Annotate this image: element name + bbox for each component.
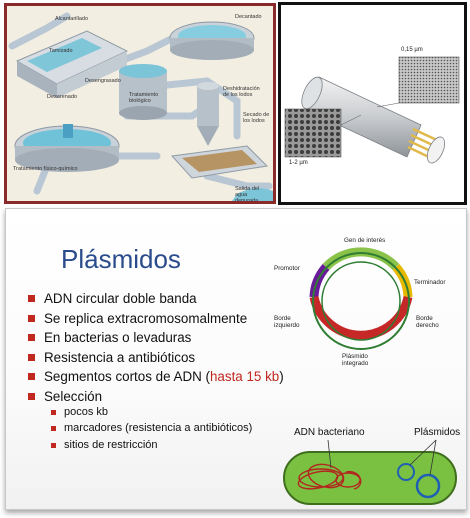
bullet-list: ADN circular doble banda Se replica extr… — [28, 289, 328, 407]
ring-segment-borde — [309, 295, 413, 340]
label-decantado: Decantado — [235, 14, 262, 20]
label-borde-derecho: Borde derecho — [416, 315, 439, 329]
label-deshidratacion: Deshidratación de los lodos — [223, 86, 260, 98]
fiber-scale-bottom: 1-2 µm — [289, 160, 308, 166]
plasmid-circle-large — [415, 473, 441, 499]
label-promotor: Promotor — [274, 265, 300, 272]
bullet-item: En bacterias o levaduras — [28, 328, 328, 348]
plasmid-ring-diagram: Gen de interés Promotor Terminador Borde… — [256, 219, 461, 369]
label-adn-bacteriano: ADN bacteriano — [294, 427, 365, 438]
plasmid-circle-small — [397, 463, 415, 481]
label-secado: Secado de los lodos — [243, 112, 270, 124]
highlight-15kb: hasta 15 kb — [209, 369, 280, 385]
fiber-scale-top: 0,15 µm — [401, 47, 423, 53]
water-treatment-plant-illustration: Alcantarillado Decantado Tamizado Deseng… — [4, 3, 276, 204]
sub-bullet-item: marcadores (resistencia a antibióticos) — [51, 420, 311, 436]
sub-bullet-list: pocos kb marcadores (resistencia a antib… — [51, 404, 311, 453]
bacterium-diagram: ADN bacteriano Plásmidos — [276, 424, 466, 509]
label-plasmidos: Plásmidos — [414, 427, 461, 438]
bullet-item: Resistencia a antibióticos — [28, 348, 328, 368]
label-plasmido-integrado: Plásmido integrado — [342, 353, 369, 367]
label-terminador: Terminador — [414, 279, 446, 286]
plasmid-ring-svg — [309, 247, 413, 350]
label-borde-izquierdo: Borde izquierdo — [274, 315, 300, 329]
label-tratamiento-biologico: Tratamiento biológico — [129, 92, 159, 104]
bullet-item: Segmentos cortos de ADN (hasta 15 kb) — [28, 367, 328, 387]
sub-bullet-item: pocos kb — [51, 404, 311, 420]
bullet-item: Se replica extracromosomalmente — [28, 309, 328, 329]
membrane-fiber-illustration: 0,15 µm 1-2 µm — [278, 2, 467, 205]
label-alcantarillado: Alcantarillado — [55, 16, 89, 22]
bacterium-svg — [283, 439, 457, 505]
bacterial-dna-strand — [297, 463, 362, 490]
sub-bullet-item: sitios de restricción — [51, 437, 311, 453]
bullet-item: ADN circular doble banda — [28, 289, 328, 309]
label-gen-de-interes: Gen de interés — [344, 237, 386, 244]
label-fisico-quimico: Tratamiento físico-químico — [13, 166, 78, 172]
label-tamizado: Tamizado — [49, 48, 73, 54]
fiber-drawing — [284, 56, 460, 164]
label-desarenado: Desarenado — [47, 94, 77, 100]
bullet-item: Selección — [28, 387, 328, 407]
label-salida: Salida del agua depurada — [235, 186, 260, 204]
slide-title: Plásmidos — [61, 244, 181, 274]
plant-drawing — [7, 6, 273, 201]
plasmid-slide: Plásmidos ADN circular doble banda Se re… — [5, 208, 467, 510]
label-desengrasado: Desengrasado — [85, 78, 121, 84]
